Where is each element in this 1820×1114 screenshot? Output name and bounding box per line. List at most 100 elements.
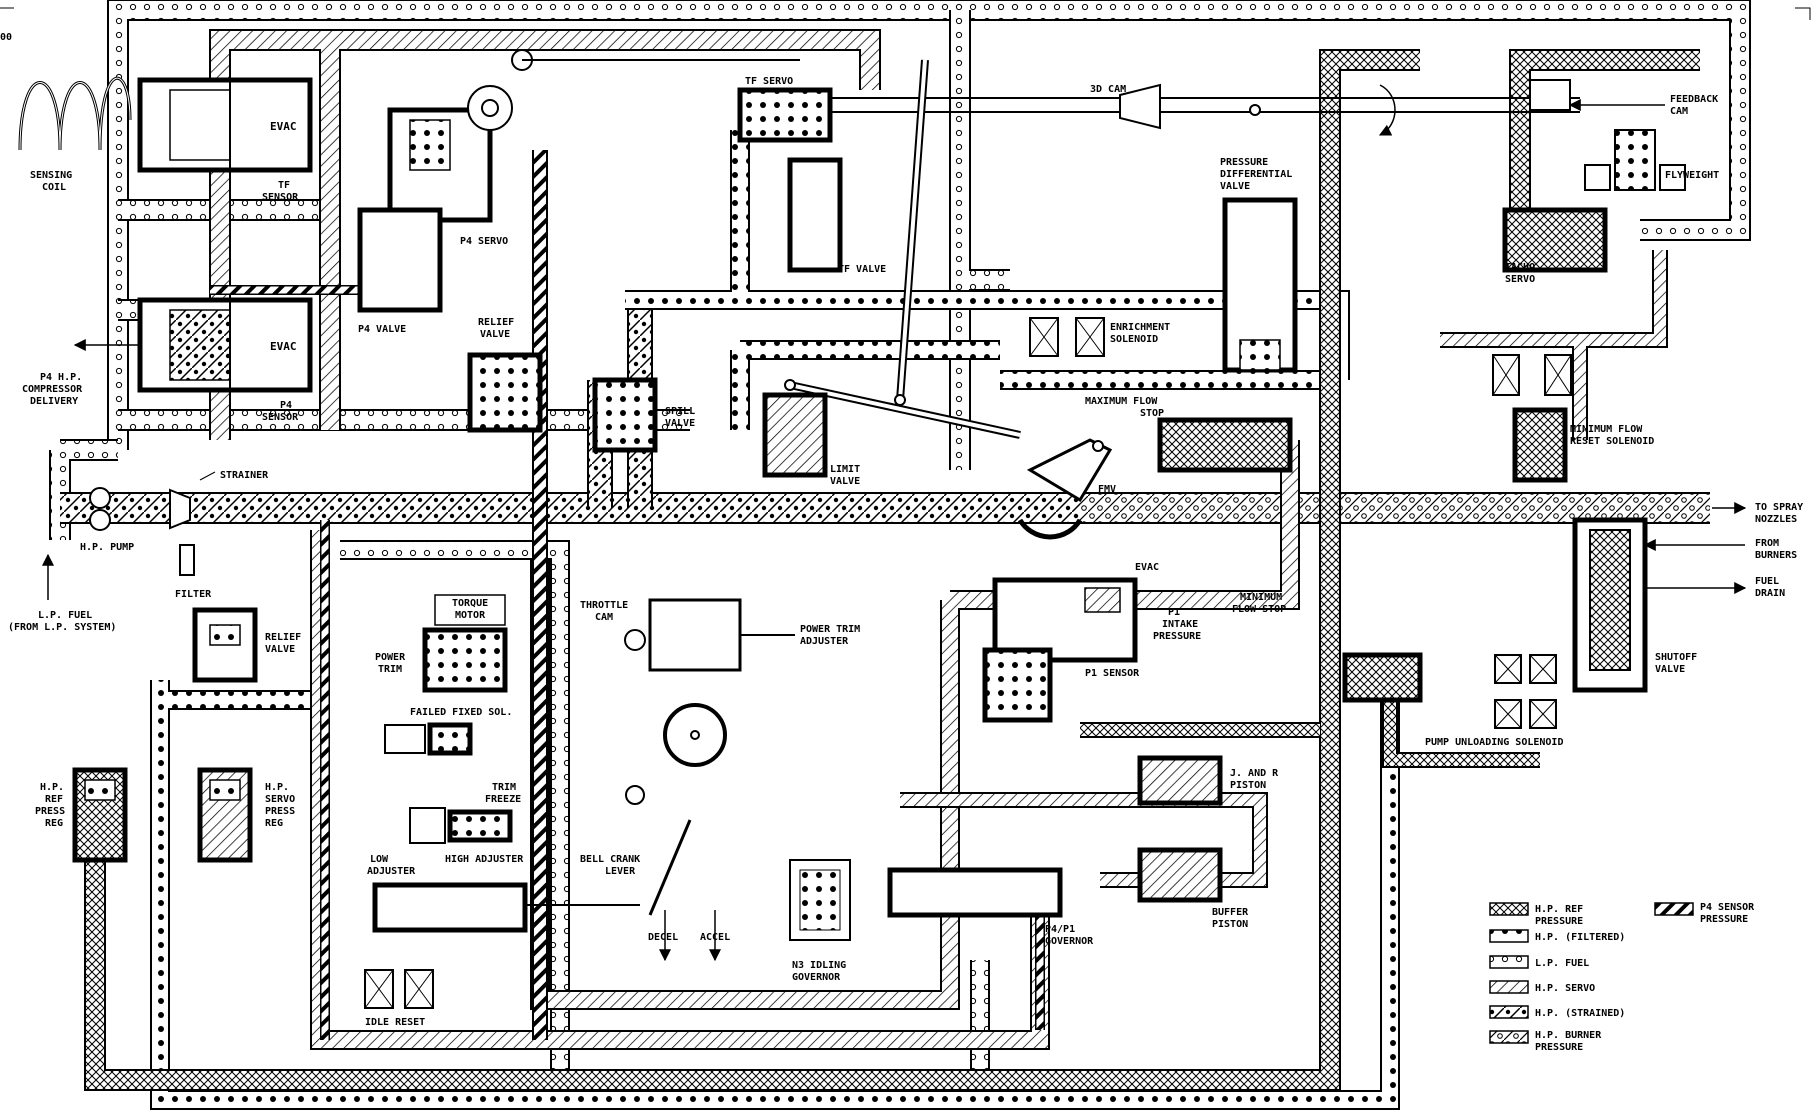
p4-servo-label: P4 SERVO [460, 236, 508, 247]
p4-valve [357, 207, 443, 313]
p4-valve-label: P4 VALVE [358, 324, 406, 335]
max-flow-stop [1157, 417, 1293, 473]
high-adjuster-label: HIGH ADJUSTER [445, 854, 524, 865]
hp-ref-press-reg [72, 767, 128, 863]
pump-unloading-solenoid [1342, 652, 1557, 729]
j-and-r-piston [1137, 755, 1223, 806]
hp-pump-icon [89, 487, 111, 531]
corner-code: 00 [0, 32, 12, 43]
p1-sensor-label: P1 SENSOR [1085, 668, 1140, 679]
p4-servo [387, 107, 493, 223]
torque-motor-box [434, 594, 506, 626]
hp-pump-label: H.P. PUMP [80, 542, 134, 553]
3d-cam [830, 83, 1580, 136]
enrichment-solenoid [1029, 317, 1105, 357]
fmv [1017, 438, 1113, 540]
accel-label: ACCEL [700, 932, 730, 943]
pressure-differential-valve [1222, 197, 1298, 373]
p4p1-governor [887, 867, 1063, 918]
evac-mid-label: EVAC [270, 340, 297, 353]
flyweight [1584, 129, 1686, 191]
hp-servo-press-reg [197, 767, 253, 863]
tf-servo [737, 87, 833, 143]
decel-label: DECEL [648, 932, 678, 943]
bell-crank-lever [648, 819, 692, 916]
legend-item-hp-filtered: H.P. (FILTERED) [1489, 929, 1625, 943]
linkage-rods [784, 59, 1021, 439]
evac-p1-label: EVAC [1135, 562, 1159, 573]
throttle-cam [624, 598, 795, 805]
power-trim [422, 627, 508, 693]
tf-gear-icon [467, 49, 800, 131]
tf-sensor: EVAC [137, 77, 313, 173]
shutoff-valve [1572, 517, 1648, 693]
n3-idling-governor [789, 859, 851, 941]
legend-item-lp-fuel: L.P. FUEL [1489, 955, 1589, 969]
failed-fixed-label: FAILED FIXED SOL. [410, 707, 512, 718]
pipe-network [49, 0, 1751, 1110]
filter-label: FILTER [175, 589, 212, 600]
trim-freeze-solenoid [409, 807, 513, 844]
sensing-coil [18, 76, 132, 151]
idle-reset-label: IDLE RESET [365, 1017, 425, 1028]
pump-unloading-label: PUMP UNLOADING SOLENOID [1425, 737, 1563, 748]
adjuster-block [372, 882, 640, 933]
legend-item-hp-strained: H.P. (STRAINED) [1489, 1005, 1625, 1019]
spill-valve [592, 377, 658, 453]
tacho-servo [1502, 207, 1608, 273]
min-flow-reset-solenoid [1492, 354, 1572, 483]
p4-sensor: EVAC [137, 297, 313, 393]
flyweight-label: FLYWEIGHT [1665, 170, 1719, 181]
fmv-label: FMV [1098, 484, 1116, 495]
idle-reset-solenoid [364, 969, 434, 1009]
tf-servo-label: TF SERVO [745, 76, 793, 87]
svg-text:H.P. (STRAINED): H.P. (STRAINED) [1535, 1008, 1625, 1019]
p1-sensor [982, 577, 1138, 723]
strainer [169, 471, 216, 530]
feedback-cam [1529, 79, 1665, 111]
buffer-piston [1137, 847, 1223, 903]
relief-valve-low [192, 607, 258, 683]
3d-cam-label: 3D CAM [1090, 84, 1126, 95]
svg-text:H.P. SERVO: H.P. SERVO [1535, 983, 1595, 994]
relief-valve-top [467, 352, 543, 433]
tf-valve-label: TF VALVE [838, 264, 886, 275]
